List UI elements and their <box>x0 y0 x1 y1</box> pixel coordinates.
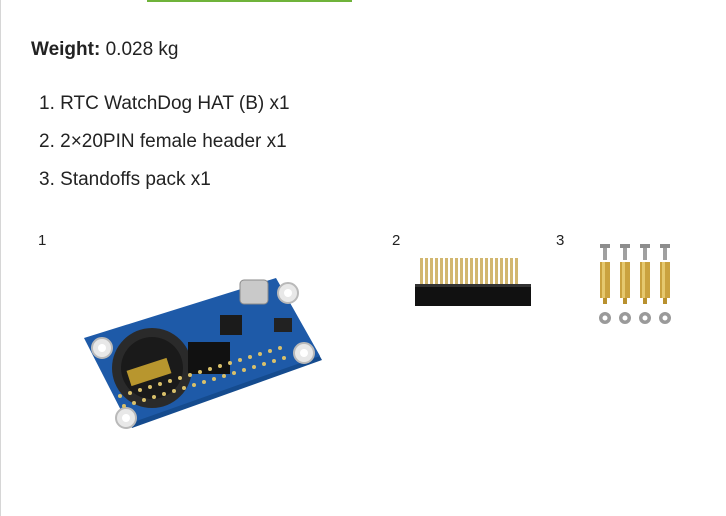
rtc-watchdog-hat-board-icon <box>84 278 322 429</box>
weight-label: Weight: <box>31 39 101 60</box>
weight-value: 0.028 kg <box>105 39 179 60</box>
list-item-number: 1. <box>39 93 55 114</box>
image-caption-1: 1 <box>38 232 47 249</box>
list-item-number: 3. <box>39 169 55 190</box>
image-caption-2: 2 <box>392 232 401 249</box>
list-item: 3. Standoffs pack x1 <box>39 168 290 206</box>
pin-header-icon <box>415 258 531 306</box>
left-border <box>0 0 1 516</box>
list-item: 1. RTC WatchDog HAT (B) x1 <box>39 92 290 130</box>
standoffs-pack-icon <box>599 244 671 324</box>
list-item-text: Standoffs pack x1 <box>60 169 211 190</box>
image-caption-3: 3 <box>556 232 565 249</box>
list-item: 2. 2×20PIN female header x1 <box>39 130 290 168</box>
list-item-text: RTC WatchDog HAT (B) x1 <box>60 93 290 114</box>
weight-spec: Weight: 0.028 kg <box>31 38 179 62</box>
list-item-text: 2×20PIN female header x1 <box>60 131 287 152</box>
package-content-list: 1. RTC WatchDog HAT (B) x1 2. 2×20PIN fe… <box>39 92 290 206</box>
list-item-number: 2. <box>39 131 55 152</box>
accent-underline <box>147 0 352 2</box>
